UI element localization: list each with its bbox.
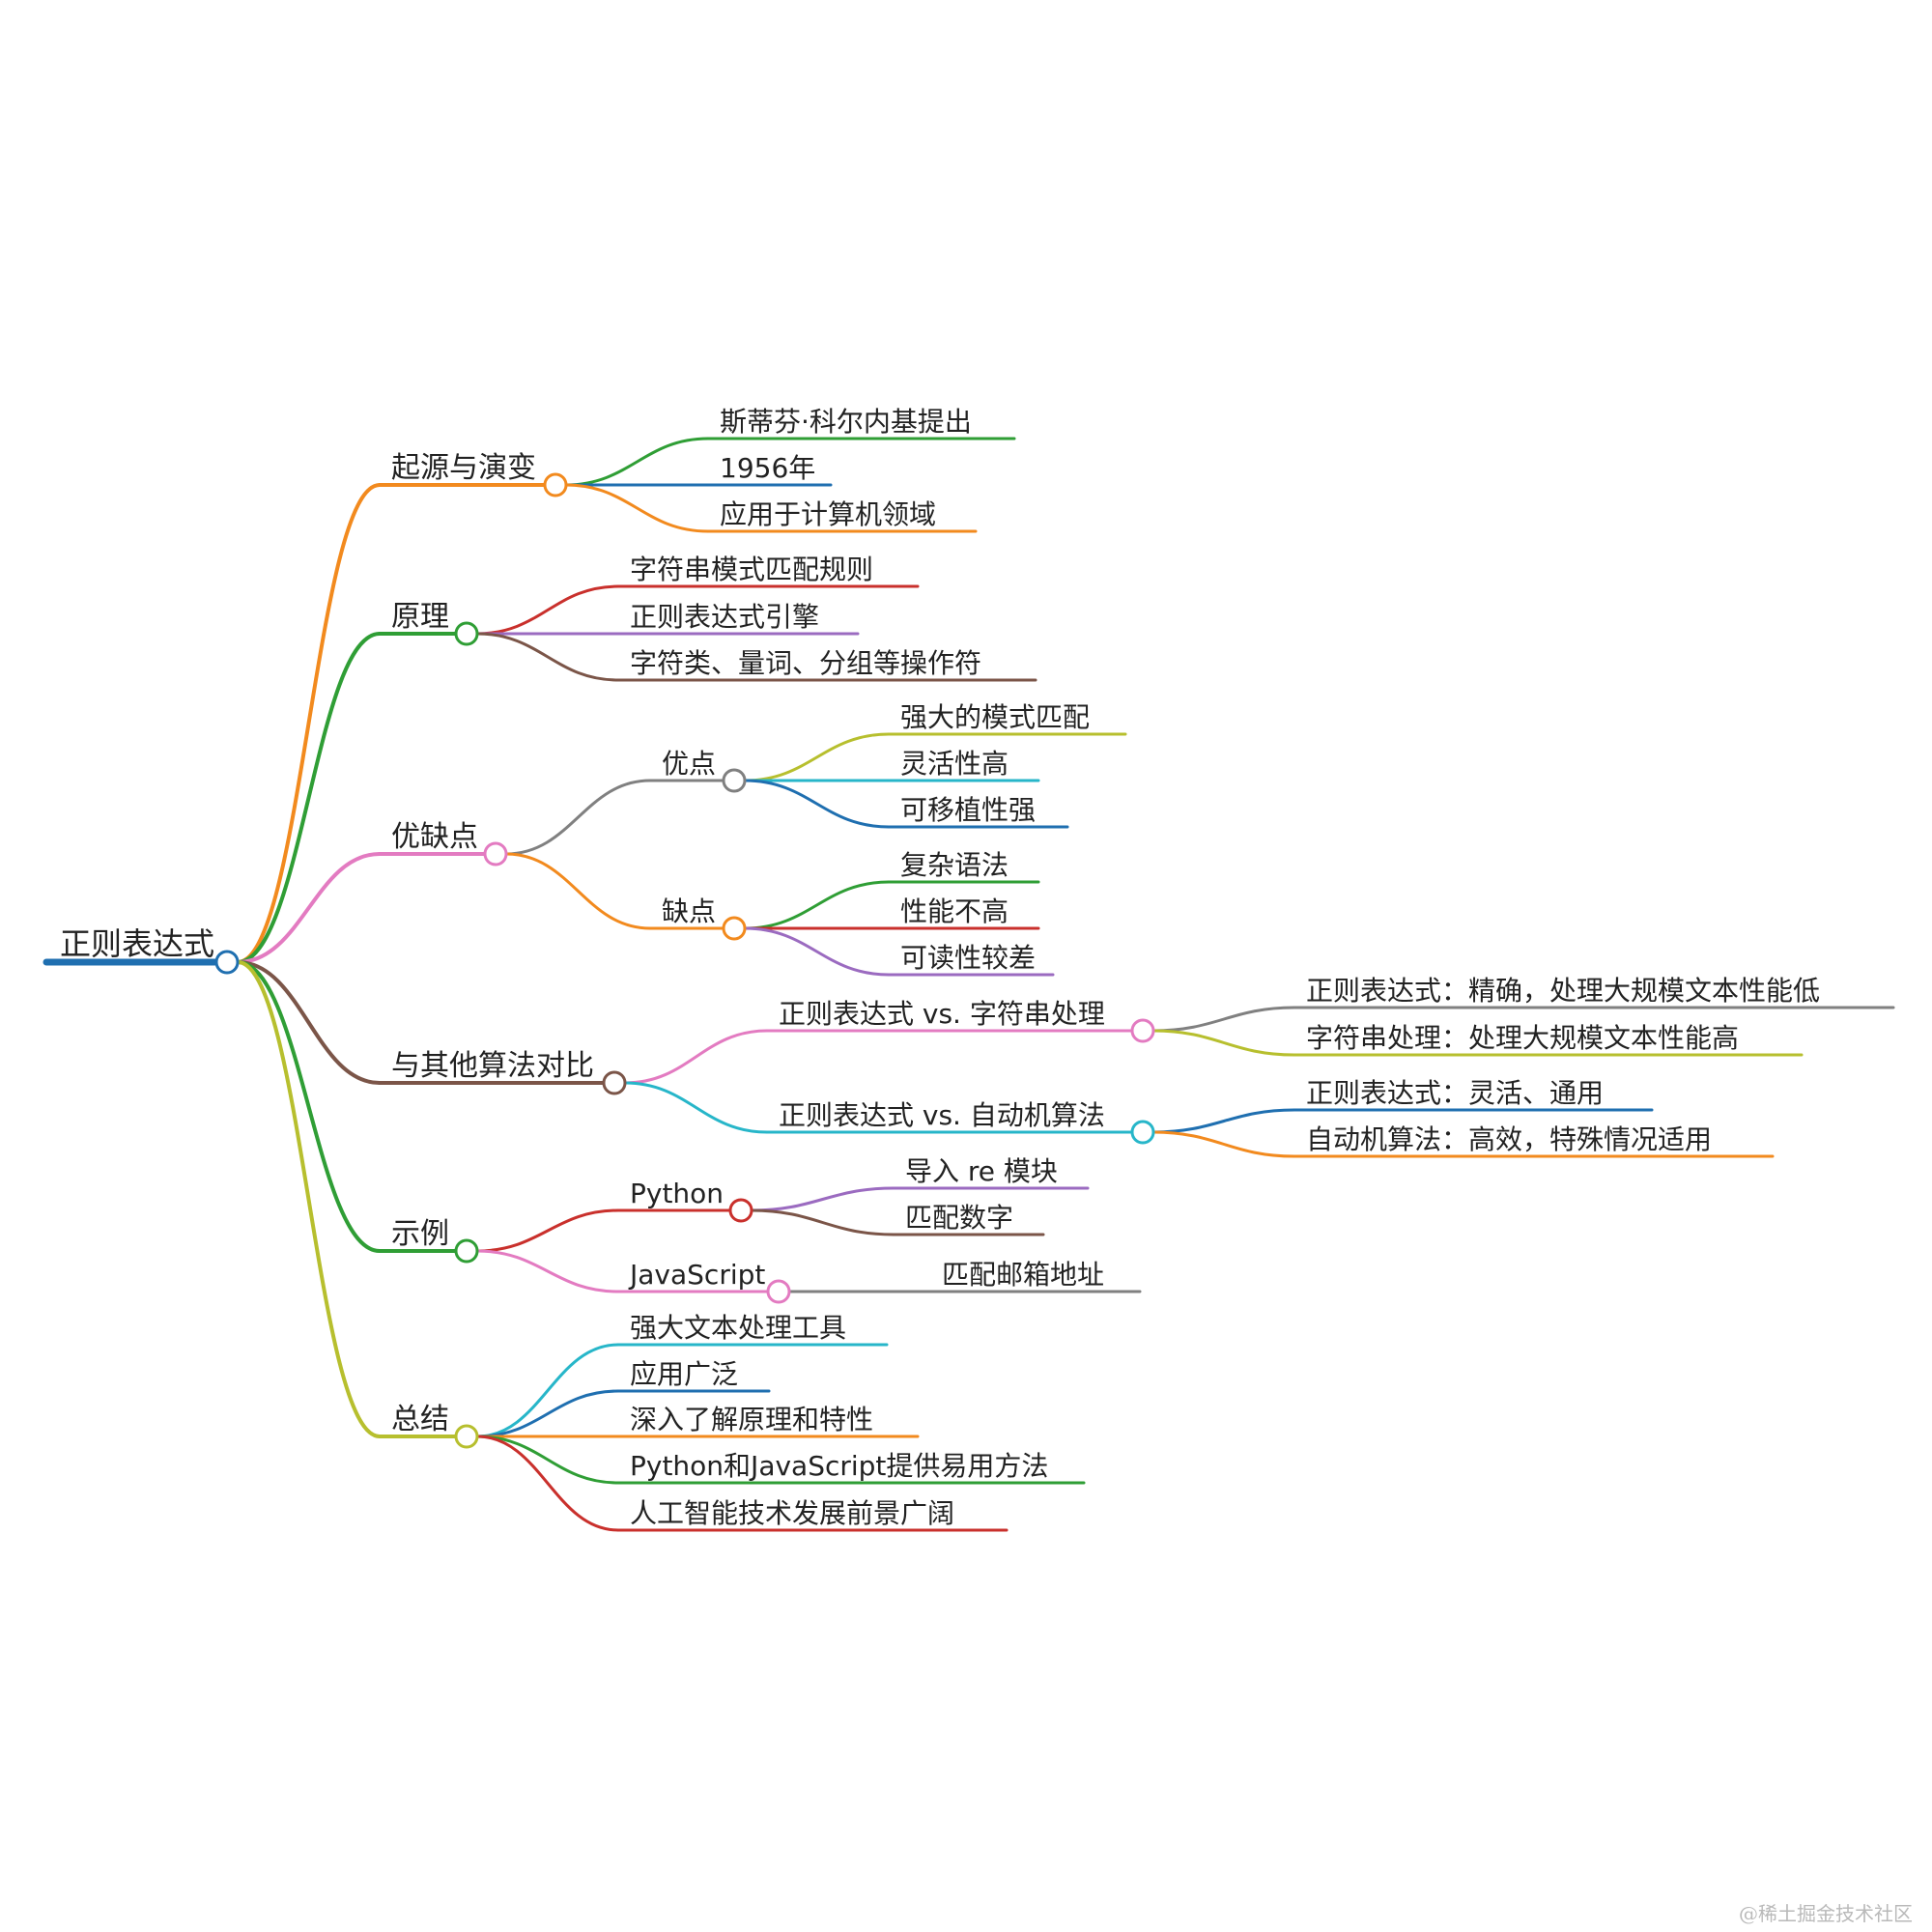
branch-3-child-1-leaf-0-label: 正则表达式：灵活、通用 xyxy=(1306,1077,1604,1109)
branch-4-child-1-connector xyxy=(475,1249,620,1293)
branch-2-child-0-leaf-1-label: 灵活性高 xyxy=(900,748,1009,780)
branch-1-label: 原理 xyxy=(391,600,449,634)
branch-4-child-0-leaf-1-connector xyxy=(750,1208,895,1236)
branch-0-label: 起源与演变 xyxy=(391,451,536,485)
branch-5-child-3-label: Python和JavaScript提供易用方法 xyxy=(630,1450,1048,1482)
branch-5-child-0-connector xyxy=(475,1343,620,1438)
root-label: 正则表达式 xyxy=(60,925,214,962)
branch-3-child-0-leaf-0-label: 正则表达式：精确，处理大规模文本性能低 xyxy=(1306,975,1820,1007)
branch-5-node-circle[interactable] xyxy=(454,1424,479,1449)
branch-2-child-1-leaf-1-label: 性能不高 xyxy=(900,895,1009,927)
branch-1-child-0-label: 字符串模式匹配规则 xyxy=(630,554,873,585)
branch-4-child-0-connector xyxy=(475,1208,620,1253)
branch-3-child-1-node-circle[interactable] xyxy=(1130,1120,1155,1145)
branch-5-label: 总结 xyxy=(391,1403,449,1436)
branch-2-child-0-leaf-0-connector xyxy=(743,732,891,782)
branch-3-child-1-leaf-1-connector xyxy=(1151,1130,1296,1158)
branch-3-child-1-leaf-0-connector xyxy=(1151,1108,1296,1134)
branch-2-child-1-leaf-2-label: 可读性较差 xyxy=(900,942,1036,974)
branch-4-node-circle[interactable] xyxy=(454,1238,479,1264)
branch-2-child-1-leaf-0-label: 复杂语法 xyxy=(900,849,1009,881)
branch-4-child-0-leaf-1-label: 匹配数字 xyxy=(905,1202,1013,1234)
branch-2-child-0-leaf-0-label: 强大的模式匹配 xyxy=(900,701,1090,733)
branch-5-child-4-label: 人工智能技术发展前景广阔 xyxy=(630,1497,954,1529)
branch-4-child-1-label: JavaScript xyxy=(628,1259,765,1291)
branch-2-child-0-node-circle[interactable] xyxy=(722,768,747,793)
branch-0-child-2-connector xyxy=(564,483,710,533)
branch-2-child-1-node-circle[interactable] xyxy=(722,916,747,941)
branch-4-label: 示例 xyxy=(391,1217,449,1251)
branch-2-child-1-label: 缺点 xyxy=(662,895,716,927)
branch-1-child-2-label: 字符类、量词、分组等操作符 xyxy=(630,647,981,679)
branch-3-child-0-label: 正则表达式 vs. 字符串处理 xyxy=(779,998,1105,1030)
branch-2-child-1-connector xyxy=(504,852,652,930)
branch-3-child-0-leaf-0-connector xyxy=(1151,1006,1296,1033)
branch-5-child-0-label: 强大文本处理工具 xyxy=(630,1312,846,1344)
branch-3-child-1-label: 正则表达式 vs. 自动机算法 xyxy=(779,1099,1105,1131)
branch-0-child-1-label: 1956年 xyxy=(720,452,815,484)
branch-0-node-circle[interactable] xyxy=(543,472,568,497)
branch-2-label: 优缺点 xyxy=(391,820,478,854)
branch-3-child-1-connector xyxy=(623,1081,769,1134)
branch-3-connector xyxy=(236,960,382,1085)
branch-4-child-0-label: Python xyxy=(630,1178,724,1209)
branch-1-child-0-connector xyxy=(475,584,620,636)
branch-2-child-0-leaf-2-label: 可移植性强 xyxy=(900,794,1036,826)
watermark: @稀土掘金技术社区 xyxy=(1739,1902,1913,1925)
branch-3-child-0-leaf-1-label: 字符串处理：处理大规模文本性能高 xyxy=(1306,1022,1739,1054)
branch-3-child-0-leaf-1-connector xyxy=(1151,1029,1296,1057)
branch-5-child-2-label: 深入了解原理和特性 xyxy=(630,1404,873,1435)
branch-1-node-circle[interactable] xyxy=(454,621,479,646)
branch-0-connector xyxy=(236,483,382,964)
branch-3-child-1-leaf-1-label: 自动机算法：高效，特殊情况适用 xyxy=(1306,1123,1712,1155)
branch-0-child-2-label: 应用于计算机领域 xyxy=(720,498,936,530)
branch-5-child-4-connector xyxy=(475,1435,620,1532)
root-node-circle[interactable] xyxy=(214,950,240,975)
branch-4-child-1-node-circle[interactable] xyxy=(766,1279,791,1304)
branch-2-node-circle[interactable] xyxy=(483,841,508,867)
branch-4-child-0-leaf-0-connector xyxy=(750,1186,895,1212)
branch-1-child-2-connector xyxy=(475,632,620,682)
branch-3-node-circle[interactable] xyxy=(602,1070,627,1095)
branch-3-child-0-node-circle[interactable] xyxy=(1130,1018,1155,1043)
branch-4-connector xyxy=(236,960,382,1253)
branch-0-child-0-label: 斯蒂芬·科尔内基提出 xyxy=(720,406,972,438)
branch-4-child-0-node-circle[interactable] xyxy=(728,1198,753,1223)
branch-5-child-1-connector xyxy=(475,1389,620,1438)
branch-2-child-0-label: 优点 xyxy=(662,748,716,780)
branch-5-connector xyxy=(236,960,382,1438)
branch-1-child-1-label: 正则表达式引擎 xyxy=(630,601,819,633)
branch-1-connector xyxy=(236,632,382,964)
branch-2-child-0-leaf-2-connector xyxy=(743,779,891,829)
branch-2-child-1-leaf-0-connector xyxy=(743,880,891,930)
branch-2-child-0-connector xyxy=(504,779,652,856)
branch-2-connector xyxy=(236,852,382,964)
branch-3-child-0-connector xyxy=(623,1029,769,1085)
branch-5-child-3-connector xyxy=(475,1435,620,1485)
branch-2-child-1-leaf-2-connector xyxy=(743,926,891,977)
branch-5-child-1-label: 应用广泛 xyxy=(630,1358,738,1390)
branch-0-child-0-connector xyxy=(564,437,710,487)
branch-3-label: 与其他算法对比 xyxy=(391,1049,594,1083)
branch-4-child-0-leaf-0-label: 导入 re 模块 xyxy=(905,1155,1058,1187)
branch-4-child-1-leaf-0-label: 匹配邮箱地址 xyxy=(942,1259,1104,1291)
